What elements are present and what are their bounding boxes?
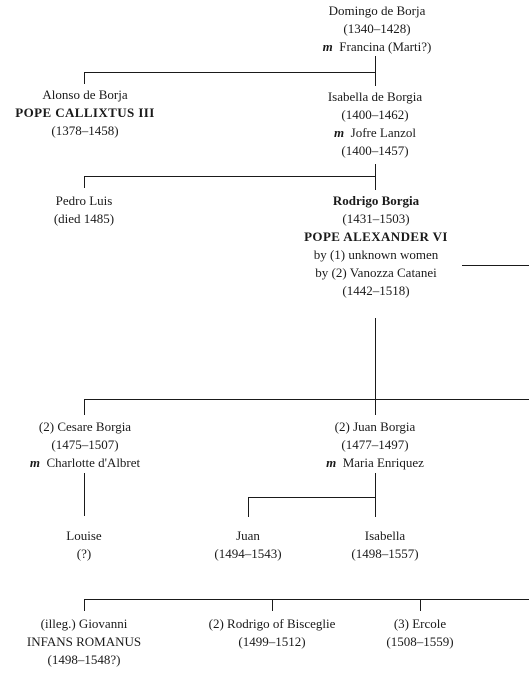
connector-to-isabella-b — [375, 72, 376, 86]
person-isabella-b: Isabella de Borgia (1400–1462) m Jofre L… — [275, 88, 475, 160]
connector-to-rodrigo-b — [272, 599, 273, 611]
connector-domingo-children — [84, 72, 376, 73]
connector-to-alonso — [84, 72, 85, 84]
person-title: POPE ALEXANDER VI — [304, 229, 448, 244]
person-dates: (1400–1462) — [341, 107, 409, 122]
marriage-mark: m — [334, 125, 345, 140]
person-dates: (1475–1507) — [51, 437, 119, 452]
person-louise: Louise (?) — [24, 527, 144, 563]
person-spouse: m Maria Enriquez — [290, 454, 460, 472]
connector-isabella-b-down — [375, 164, 376, 177]
person-isabella: Isabella (1498–1557) — [325, 527, 445, 563]
person-dates: (1431–1503) — [342, 211, 410, 226]
connector-to-isabella — [375, 497, 376, 517]
spouse-dates: (1400–1457) — [341, 143, 409, 158]
connector-to-juan — [248, 497, 249, 517]
marriage-mark: m — [326, 455, 337, 470]
marriage-mark: m — [322, 39, 333, 54]
person-dates: (?) — [76, 546, 92, 561]
connector-to-juan-b — [375, 399, 376, 415]
connector-to-cesare — [84, 399, 85, 415]
person-alonso: Alonso de Borja POPE CALLIXTUS III (1378… — [0, 86, 170, 140]
person-dates: (1340–1428) — [343, 21, 411, 36]
person-juan: Juan (1494–1543) — [188, 527, 308, 563]
connector-to-pedro — [84, 176, 85, 188]
connector-rodrigo-children — [84, 399, 529, 400]
person-dates: (1499–1512) — [238, 634, 306, 649]
partner-2: by (2) Vanozza Catanei — [315, 265, 437, 280]
connector-cesare-down — [84, 473, 85, 516]
marriage-mark: m — [29, 455, 40, 470]
person-name: Pedro Luis — [55, 193, 113, 208]
partner-2-dates: (1442–1518) — [342, 283, 410, 298]
person-name: Isabella — [364, 528, 406, 543]
person-spouse: m Francina (Marti?) — [277, 38, 477, 56]
person-dates: (1498–1557) — [351, 546, 419, 561]
person-name: (2) Juan Borgia — [334, 419, 416, 434]
person-title: INFANS ROMANUS — [26, 634, 142, 649]
person-dates: (1378–1458) — [51, 123, 119, 138]
person-dates: (1498–1548?) — [47, 652, 121, 667]
spouse-name: Francina (Marti?) — [339, 39, 432, 54]
person-ercole: (3) Ercole (1508–1559) — [360, 615, 480, 651]
connector-to-rodrigo — [375, 176, 376, 190]
person-spouse: m Jofre Lanzol — [275, 124, 475, 142]
person-name: Rodrigo Borgia — [332, 193, 420, 208]
person-juan-b: (2) Juan Borgia (1477–1497) m Maria Enri… — [290, 418, 460, 472]
person-name: (2) Rodrigo of Bisceglie — [208, 616, 336, 631]
partner-1: by (1) unknown women — [313, 247, 439, 262]
connector-cesare-line-children — [84, 599, 529, 600]
person-name: Alonso de Borja — [42, 87, 128, 102]
spouse-name: Charlotte d'Albret — [46, 455, 141, 470]
person-giovanni: (illeg.) Giovanni INFANS ROMANUS (1498–1… — [4, 615, 164, 669]
person-title: POPE CALLIXTUS III — [15, 105, 155, 120]
connector-juan-b-children — [248, 497, 376, 498]
connector-rodrigo-down — [375, 318, 376, 400]
person-cesare: (2) Cesare Borgia (1475–1507) m Charlott… — [0, 418, 170, 472]
connector-isabella-b-children — [84, 176, 376, 177]
person-name: Isabella de Borgia — [327, 89, 423, 104]
person-domingo: Domingo de Borja (1340–1428) m Francina … — [277, 2, 477, 56]
person-spouse: m Charlotte d'Albret — [0, 454, 170, 472]
person-name: Domingo de Borja — [328, 3, 426, 18]
person-name: Louise — [66, 528, 102, 543]
connector-domingo-down — [375, 56, 376, 73]
person-pedro: Pedro Luis (died 1485) — [4, 192, 164, 228]
person-dates: (1508–1559) — [386, 634, 454, 649]
person-dates: (1494–1543) — [214, 546, 282, 561]
person-rodrigo-bisceglie: (2) Rodrigo of Bisceglie (1499–1512) — [182, 615, 362, 651]
spouse-name: Maria Enriquez — [342, 455, 424, 470]
spouse-name: Jofre Lanzol — [350, 125, 416, 140]
person-dates: (1477–1497) — [341, 437, 409, 452]
person-name: Juan — [236, 528, 260, 543]
connector-to-ercole — [420, 599, 421, 611]
connector-rodrigo-partner1 — [462, 265, 529, 266]
connector-juan-b-down — [375, 473, 376, 498]
person-name: (2) Cesare Borgia — [38, 419, 132, 434]
connector-to-giovanni — [84, 599, 85, 611]
person-dates: (died 1485) — [53, 211, 115, 226]
person-name: (3) Ercole — [393, 616, 447, 631]
person-name: (illeg.) Giovanni — [40, 616, 128, 631]
person-rodrigo: Rodrigo Borgia (1431–1503) POPE ALEXANDE… — [270, 192, 482, 300]
